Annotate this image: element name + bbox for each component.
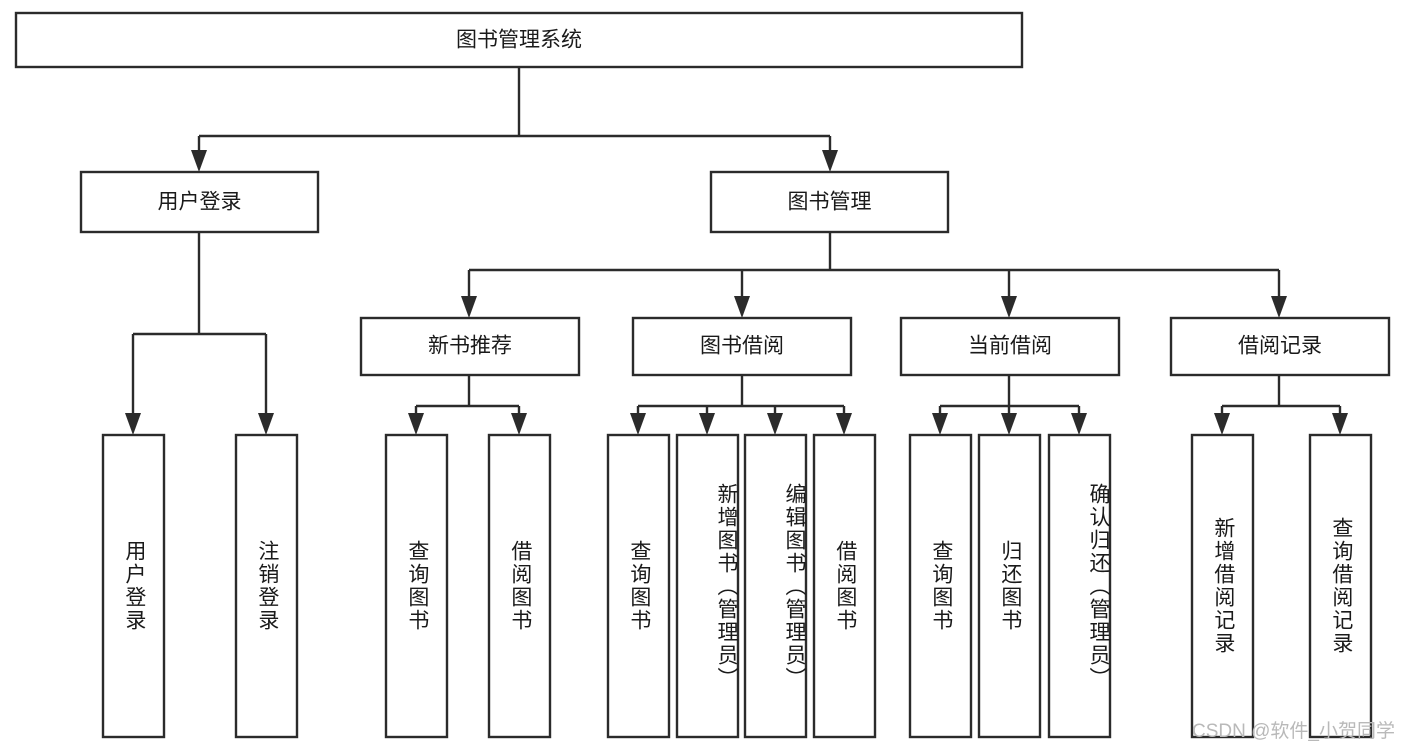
leaf-box-new-book-2[interactable] xyxy=(487,433,552,739)
csdn-watermark: CSDN @软件_小贺同学 xyxy=(1192,721,1395,742)
leaf-box-current-borrow-1[interactable] xyxy=(908,433,973,739)
leaf-boxes-borrow-record xyxy=(1190,433,1373,739)
arrow-head-borrow-record xyxy=(1271,296,1287,318)
arrow-head-current-borrow xyxy=(1001,296,1017,318)
arrow-head-current-borrow-leaf-1 xyxy=(932,413,948,435)
arrow-head-book-borrow-leaf-4 xyxy=(836,413,852,435)
leaf-box-book-borrow-3[interactable] xyxy=(743,433,808,739)
arrow-head-book-borrow-leaf-3 xyxy=(767,413,783,435)
node-user-login[interactable]: 用户登录 xyxy=(79,170,320,234)
edges-root-to-level2 xyxy=(191,67,838,172)
arrow-head-user-login-leaf-1 xyxy=(125,413,141,435)
node-current-borrow-label: 当前借阅 xyxy=(968,335,1052,358)
edges-current-borrow-to-leaves xyxy=(932,375,1087,435)
leaf-box-book-borrow-1[interactable] xyxy=(606,433,671,739)
node-book-borrow-label: 图书借阅 xyxy=(700,335,784,358)
arrow-head-user-login xyxy=(191,150,207,172)
arrow-head-book-borrow-leaf-2 xyxy=(699,413,715,435)
leaf-box-user-login-1[interactable] xyxy=(101,433,166,739)
node-book-borrow-box[interactable] xyxy=(631,316,853,377)
leaf-boxes-user-login xyxy=(101,433,299,739)
leaf-boxes-book-borrow xyxy=(606,433,877,739)
leaf-box-borrow-record-2[interactable] xyxy=(1308,433,1373,739)
node-current-borrow-box[interactable] xyxy=(899,316,1121,377)
arrow-head-borrow-record-leaf-1 xyxy=(1214,413,1230,435)
node-current-borrow[interactable]: 当前借阅 xyxy=(899,316,1121,377)
node-user-login-box[interactable] xyxy=(79,170,320,234)
arrow-head-new-book-leaf-1 xyxy=(408,413,424,435)
arrow-head-new-book-recommend xyxy=(461,296,477,318)
node-book-manage-box[interactable] xyxy=(709,170,950,234)
node-borrow-record[interactable]: 借阅记录 xyxy=(1169,316,1391,377)
arrow-head-book-borrow xyxy=(734,296,750,318)
arrow-head-book-manage xyxy=(822,150,838,172)
node-root-system-box[interactable] xyxy=(14,11,1024,69)
leaf-box-book-borrow-2[interactable] xyxy=(675,433,740,739)
node-new-book-recommend-label: 新书推荐 xyxy=(428,335,512,358)
node-root-system[interactable]: 图书管理系统 xyxy=(14,11,1024,69)
edges-new-book-to-leaves xyxy=(408,375,527,435)
node-new-book-recommend-box[interactable] xyxy=(359,316,581,377)
leaf-boxes-current-borrow xyxy=(908,433,1112,739)
leaf-box-current-borrow-2[interactable] xyxy=(977,433,1042,739)
node-borrow-record-box[interactable] xyxy=(1169,316,1391,377)
node-user-login-label: 用户登录 xyxy=(158,191,242,214)
leaf-box-new-book-1[interactable] xyxy=(384,433,449,739)
arrow-head-book-borrow-leaf-1 xyxy=(630,413,646,435)
node-book-borrow[interactable]: 图书借阅 xyxy=(631,316,853,377)
edges-book-manage-to-level3 xyxy=(461,232,1287,318)
arrow-head-current-borrow-leaf-3 xyxy=(1071,413,1087,435)
edges-user-login-to-leaves xyxy=(125,232,274,435)
edges-book-borrow-to-leaves xyxy=(630,375,852,435)
node-root-system-label: 图书管理系统 xyxy=(456,29,582,52)
node-book-manage-label: 图书管理 xyxy=(788,191,872,214)
arrow-head-current-borrow-leaf-2 xyxy=(1001,413,1017,435)
arrow-head-borrow-record-leaf-2 xyxy=(1332,413,1348,435)
leaf-box-user-login-2[interactable] xyxy=(234,433,299,739)
node-book-manage[interactable]: 图书管理 xyxy=(709,170,950,234)
leaf-box-current-borrow-3[interactable] xyxy=(1047,433,1112,739)
leaf-box-borrow-record-1[interactable] xyxy=(1190,433,1255,739)
leaf-boxes-new-book-recommend xyxy=(384,433,552,739)
arrow-head-user-login-leaf-2 xyxy=(258,413,274,435)
leaf-box-book-borrow-4[interactable] xyxy=(812,433,877,739)
arrow-head-new-book-leaf-2 xyxy=(511,413,527,435)
node-borrow-record-label: 借阅记录 xyxy=(1238,335,1322,358)
node-new-book-recommend[interactable]: 新书推荐 xyxy=(359,316,581,377)
edges-borrow-record-to-leaves xyxy=(1214,375,1348,435)
